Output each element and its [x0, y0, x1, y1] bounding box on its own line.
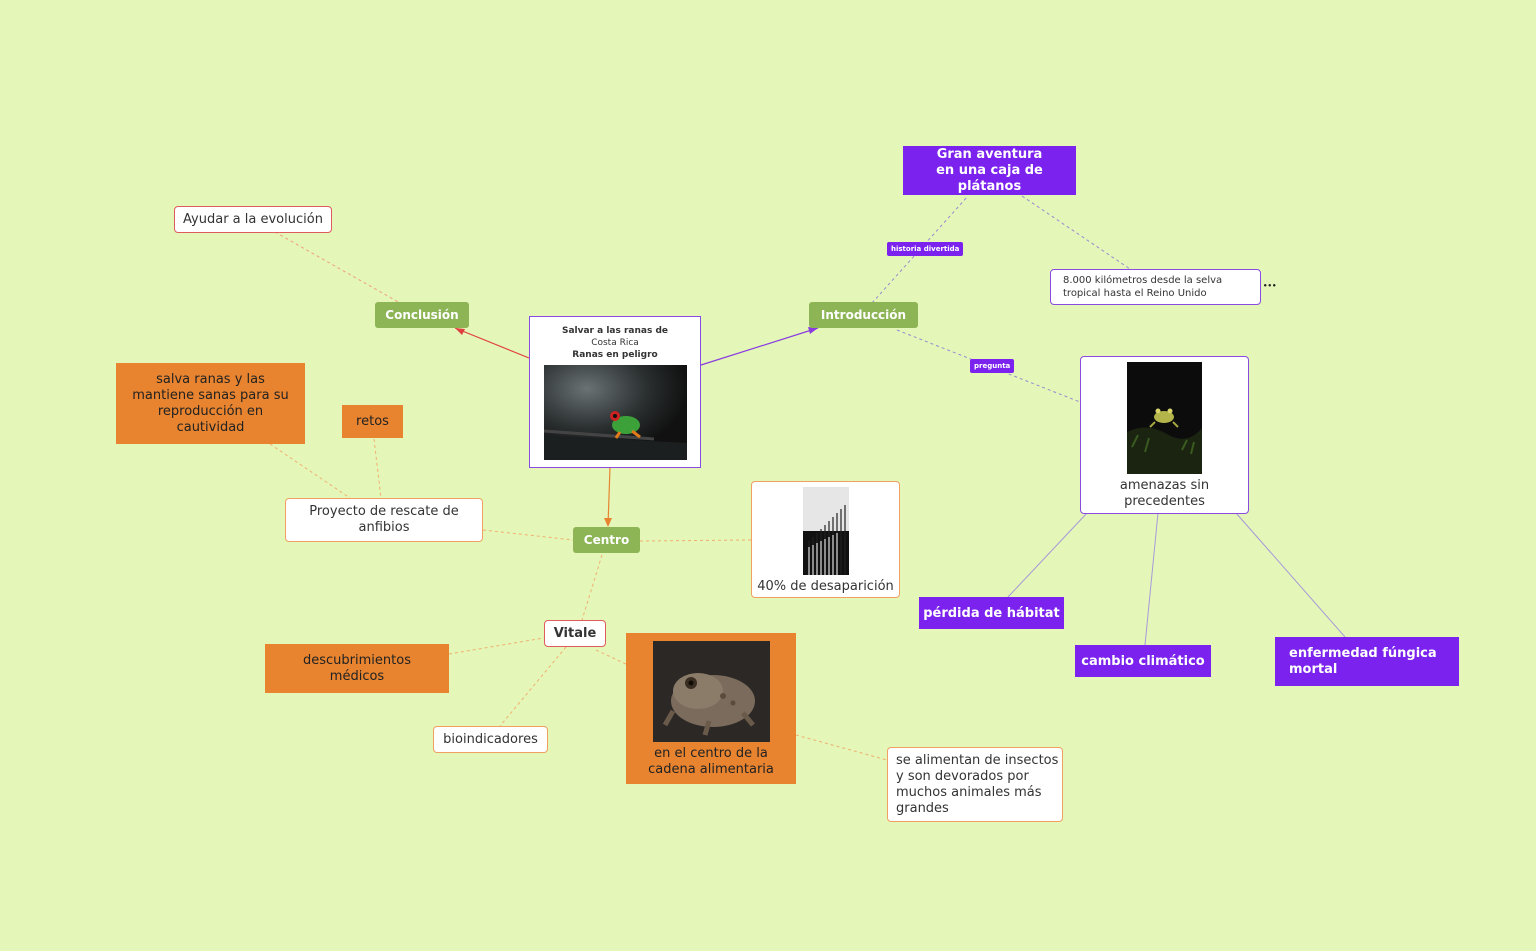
central-topic[interactable]: Salvar a las ranas de Costa Rica Ranas e… [529, 316, 701, 468]
node-cadena-alimentaria[interactable]: en el centro de la cadena alimentaria [626, 633, 796, 784]
proyecto-line1: Proyecto de rescate de [309, 504, 459, 519]
km-line2: tropical hasta el Reino Unido [1063, 288, 1207, 299]
cadena-line2: cadena alimentaria [648, 762, 774, 777]
bioindicadores-label: bioindicadores [443, 732, 538, 747]
node-enfermedad-fungica[interactable]: enfermedad fúngica mortal [1275, 637, 1459, 686]
main-connectors [454, 327, 819, 527]
branch-centro-label: Centro [583, 533, 630, 547]
branch-conclusion-label: Conclusión [385, 308, 459, 322]
gran-aventura-line1: Gran aventura [936, 146, 1043, 162]
node-perdida-habitat[interactable]: pérdida de hábitat [919, 597, 1064, 629]
proyecto-line2: anfibios [358, 520, 410, 535]
km-line1: 8.000 kilómetros desde la selva [1063, 275, 1223, 286]
node-bioindicadores[interactable]: bioindicadores [433, 726, 548, 753]
desaparicion-label: 40% de desaparición [757, 579, 894, 594]
gran-aventura-line2: en una caja de plátanos [936, 162, 1043, 194]
salva-line4: cautividad [176, 419, 245, 435]
node-salva-ranas[interactable]: salva ranas y las mantiene sanas para su… [116, 363, 305, 444]
node-ocho-mil-km[interactable]: 8.000 kilómetros desde la selva tropical… [1050, 269, 1261, 305]
alimentan-line3: muchos animales más [896, 784, 1042, 800]
branch-introduccion-label: Introducción [820, 308, 907, 322]
descubrimientos-line2: médicos [329, 668, 385, 684]
node-retos[interactable]: retos [342, 405, 403, 438]
branch-conclusion[interactable]: Conclusión [375, 302, 469, 328]
tag-historia-divertida[interactable]: historia divertida [887, 242, 964, 256]
matches-image [802, 487, 849, 575]
cadena-line1: en el centro de la [654, 746, 768, 761]
retos-label: retos [356, 414, 389, 429]
salva-line1: salva ranas y las [156, 371, 265, 387]
cambio-label: cambio climático [1081, 653, 1205, 669]
amenazas-line1: amenazas sin [1119, 478, 1210, 493]
node-ayudar-evolucion[interactable]: Ayudar a la evolución [174, 206, 332, 233]
node-amenazas[interactable]: amenazas sin precedentes [1080, 356, 1249, 514]
salva-line3: reproducción en [157, 403, 264, 419]
central-title-line2: Costa Rica [591, 338, 639, 348]
node-cambio-climatico[interactable]: cambio climático [1075, 645, 1211, 677]
alimentan-line1: se alimentan de insectos [896, 752, 1059, 768]
amenazas-line2: precedentes [1124, 494, 1205, 509]
vitale-label: Vitale [553, 626, 597, 641]
threat-connectors [1007, 512, 1346, 646]
descubrimientos-line1: descubrimientos [303, 652, 411, 668]
dashed-connectors [269, 195, 1131, 761]
central-title-line1: Salvar a las ranas de [561, 326, 669, 336]
tag-pregunta[interactable]: pregunta [970, 359, 1015, 373]
node-ayudar-label: Ayudar a la evolución [183, 212, 323, 227]
branch-introduccion[interactable]: Introducción [809, 302, 918, 328]
enfermedad-line1: enfermedad fúngica [1289, 645, 1437, 661]
red-eyed-frog-image [543, 365, 687, 460]
node-descubrimientos[interactable]: descubrimientos médicos [265, 644, 449, 693]
more-options-icon[interactable]: ••• [1263, 282, 1277, 290]
node-proyecto-rescate[interactable]: Proyecto de rescate de anfibios [285, 498, 483, 542]
brown-frog-image [652, 641, 770, 742]
node-se-alimentan[interactable]: se alimentan de insectos y son devorados… [887, 747, 1063, 822]
node-vitale[interactable]: Vitale [544, 620, 606, 647]
central-subtitle: Ranas en peligro [572, 350, 658, 360]
node-gran-aventura[interactable]: Gran aventura en una caja de plátanos [903, 146, 1076, 195]
frog-at-night-image [1127, 362, 1202, 474]
salva-line2: mantiene sanas para su [132, 387, 289, 403]
alimentan-line2: y son devorados por [896, 768, 1029, 784]
branch-centro[interactable]: Centro [573, 527, 640, 553]
alimentan-line4: grandes [896, 800, 949, 816]
perdida-label: pérdida de hábitat [923, 605, 1060, 621]
node-desaparicion[interactable]: 40% de desaparición [751, 481, 900, 598]
enfermedad-line2: mortal [1289, 661, 1338, 677]
